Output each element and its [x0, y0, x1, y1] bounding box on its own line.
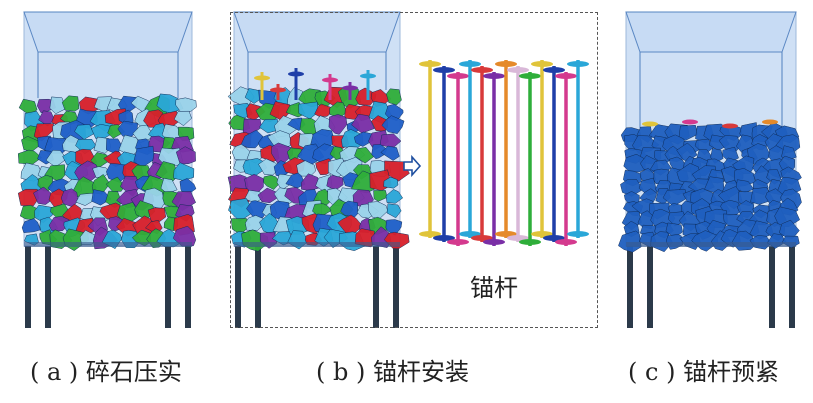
stone	[623, 153, 646, 173]
rod-bottom-plate	[519, 239, 541, 245]
rod-bottom-plate	[495, 231, 517, 237]
rod-bottom-plate	[567, 231, 589, 237]
stone	[665, 234, 684, 250]
rod-plate	[270, 87, 286, 93]
rod-top-plate	[519, 73, 541, 79]
stone	[618, 230, 642, 253]
panel-b-dashed-frame	[230, 12, 598, 328]
stone	[263, 174, 281, 190]
stone	[259, 119, 279, 134]
rod-plate	[682, 119, 698, 125]
stone	[60, 188, 79, 208]
rod-top-plate	[459, 61, 481, 67]
stone	[328, 114, 348, 135]
rod-bottom-plate	[447, 239, 469, 245]
stone	[373, 190, 388, 202]
leg	[165, 246, 171, 328]
stone	[381, 115, 405, 134]
rod-plate	[642, 121, 658, 127]
rod-plate	[322, 77, 338, 83]
stone	[61, 95, 80, 112]
rod-label: 锚杆	[470, 274, 518, 302]
rod-top-plate	[555, 73, 577, 79]
rod-top-plate	[531, 61, 553, 67]
rod-top-plate	[567, 61, 589, 67]
stone	[380, 145, 400, 161]
box-top-face	[625, 11, 797, 53]
stone	[258, 158, 281, 176]
stone	[385, 189, 404, 204]
rod-top-plate	[433, 67, 455, 73]
leg	[647, 246, 653, 328]
leg	[185, 246, 191, 328]
stone	[175, 146, 196, 165]
rod-top-plate	[447, 73, 469, 79]
box-bottom	[234, 242, 400, 247]
stone	[240, 129, 264, 149]
stone	[678, 125, 698, 141]
rod-top-plate	[483, 73, 505, 79]
rod-plate	[254, 75, 270, 81]
panel-a-model	[17, 11, 197, 328]
rod-bottom-plate	[543, 235, 565, 241]
caption-c: ( c ) 锚杆预紧	[628, 358, 780, 386]
rod-plate	[762, 119, 778, 125]
stone	[90, 152, 112, 169]
leg	[769, 246, 775, 328]
box-bottom	[626, 242, 796, 247]
stone	[298, 101, 319, 120]
rod-bottom-plate	[471, 235, 493, 241]
stone	[175, 97, 197, 112]
rod-plate	[288, 71, 304, 77]
rod-top-plate	[419, 61, 441, 67]
caption-a: ( a ) 碎石压实	[30, 358, 182, 386]
hollow-arrow-icon	[403, 154, 422, 178]
leg	[235, 246, 241, 328]
leg	[393, 246, 399, 328]
rod-top-plate	[495, 61, 517, 67]
rod-bottom-plate	[459, 231, 481, 237]
rod-bottom-plate	[555, 239, 577, 245]
caption-b: ( b ) 锚杆安装	[316, 358, 469, 386]
stone	[383, 176, 399, 189]
leg	[255, 246, 261, 328]
rod-top-plate	[543, 67, 565, 73]
stone	[48, 216, 70, 231]
leg	[627, 246, 633, 328]
rod-bottom-plate	[531, 231, 553, 237]
stone	[179, 178, 197, 194]
rod-bottom-plate	[433, 235, 455, 241]
stone	[21, 218, 41, 233]
rod-bottom-plate	[419, 231, 441, 237]
stone	[314, 103, 332, 117]
stone	[379, 133, 402, 149]
rod-top-plate	[507, 67, 529, 73]
rod-detail	[419, 60, 589, 246]
leg	[789, 246, 795, 328]
stone	[74, 124, 95, 140]
stone	[173, 110, 192, 127]
box-top-face	[23, 11, 193, 53]
box-bottom	[24, 242, 192, 247]
panel-c-model	[618, 11, 802, 328]
leg	[45, 246, 51, 328]
rod-plate	[342, 85, 358, 91]
leg	[25, 246, 31, 328]
stone	[49, 96, 67, 115]
rod-plate	[722, 123, 738, 129]
stone	[105, 176, 124, 192]
rod-top-plate	[471, 67, 493, 73]
rod-bottom-plate	[507, 235, 529, 241]
stone	[354, 147, 374, 164]
leg	[373, 246, 379, 328]
rod-plate	[360, 73, 376, 79]
rod-bottom-plate	[483, 239, 505, 245]
stone	[386, 88, 402, 106]
stone	[386, 203, 402, 219]
panel-b-model	[227, 11, 410, 328]
